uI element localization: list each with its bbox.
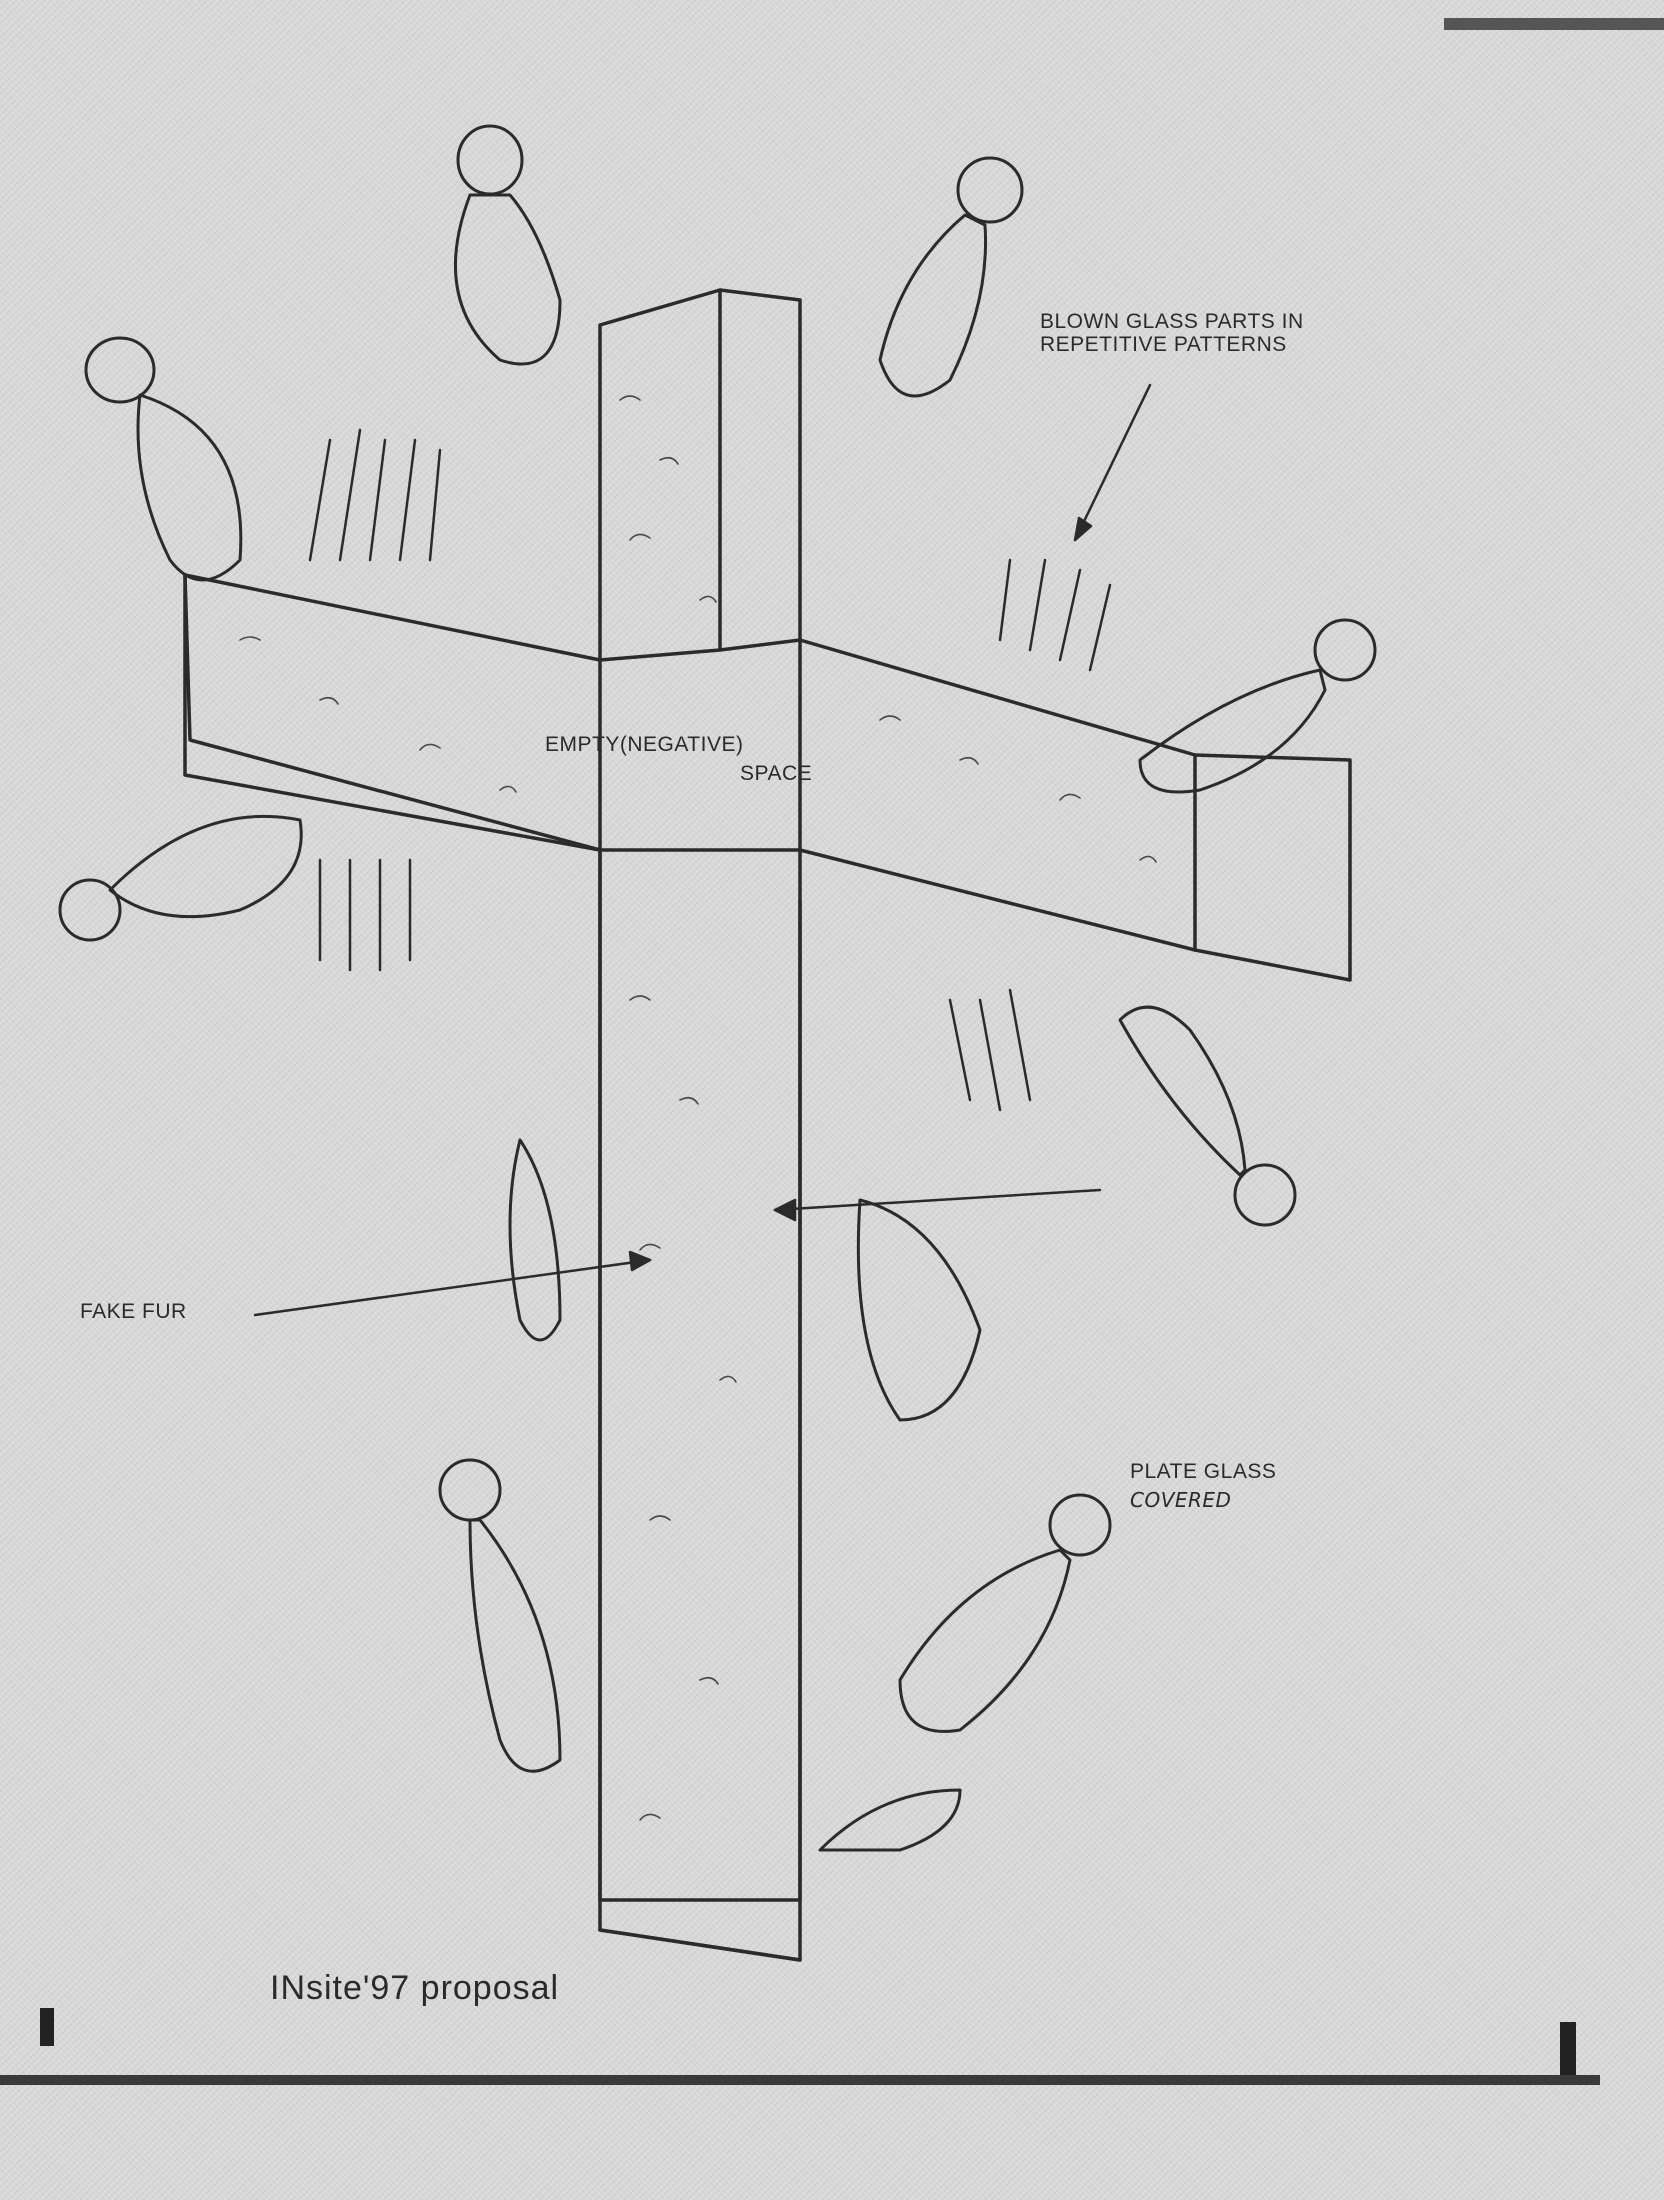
spike-rows [308,428,1112,1112]
caption: INsite'97 proposal [270,1969,560,2007]
plate-glass-label-line2: COVERED [1130,1488,1232,1513]
cross-body [183,288,1352,1962]
plate-glass-label-line1: PLATE GLASS [1130,1460,1277,1483]
right-edge-mark [1560,2022,1576,2082]
plate-glass-label: PLATE GLASS COVERED [1130,1460,1276,1511]
annotation-arrows [253,383,1152,1317]
ornament-top-right [878,156,1377,1227]
empty-space-label: EMPTY(NEGATIVE) SPACE [545,733,812,785]
ornament-bottom [438,1138,1112,1852]
empty-space-label-line1: EMPTY(NEGATIVE) [545,733,744,756]
fur-texture [239,395,1157,1821]
empty-space-label-line2: SPACE [740,762,813,786]
top-edge-bar [1444,18,1664,30]
bottom-edge-bar [0,2075,1600,2085]
blown-glass-label-line1: BLOWN GLASS PARTS IN [1040,310,1304,333]
fake-fur-label: FAKE FUR [80,1300,187,1323]
blown-glass-label: BLOWN GLASS PARTS IN REPETITIVE PATTERNS [1040,310,1304,356]
left-edge-mark [40,2008,54,2046]
blown-glass-label-line2: REPETITIVE PATTERNS [1040,333,1287,357]
